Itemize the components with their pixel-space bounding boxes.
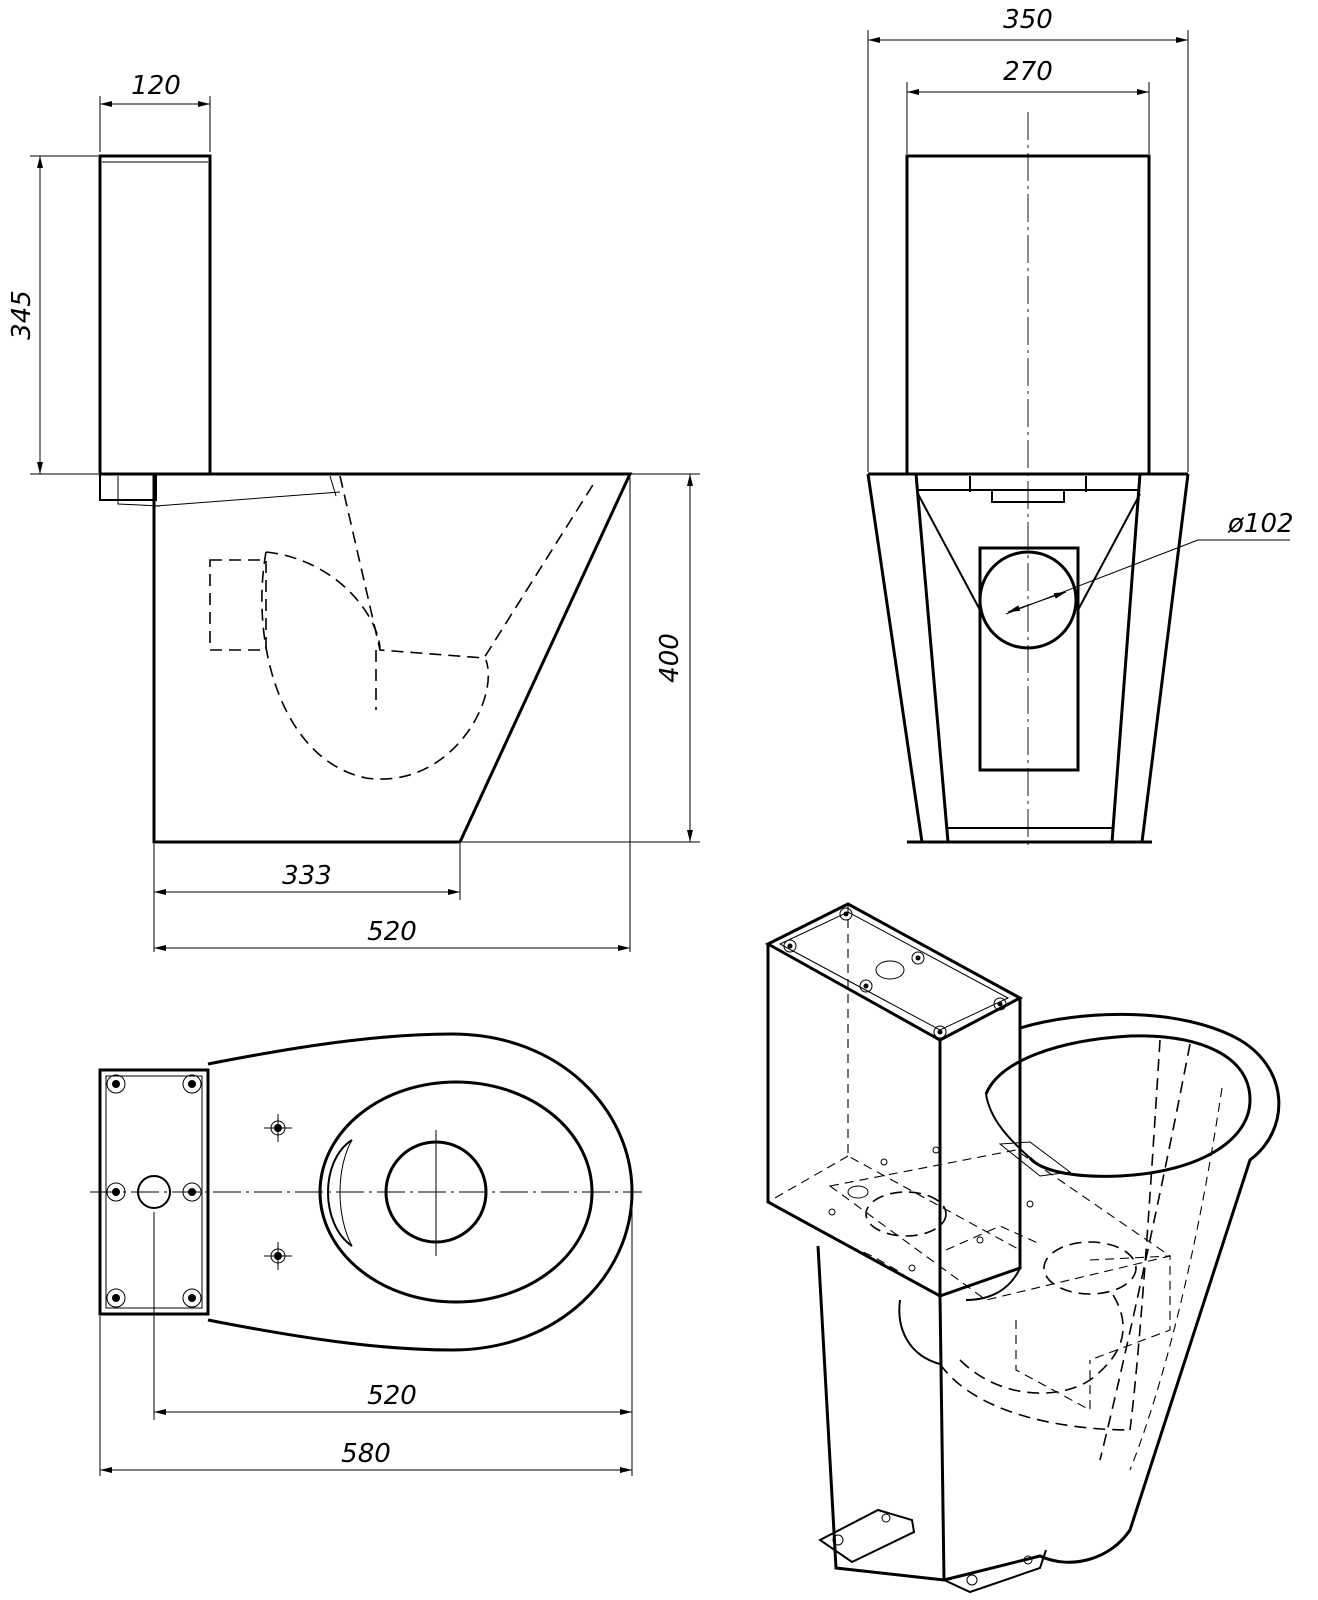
isometric-view (764, 902, 1281, 1594)
dim-total-width: 350 (1003, 5, 1053, 35)
plan-view: 520 580 (90, 1032, 642, 1476)
dim-tank-width: 120 (131, 71, 181, 101)
side-view: 120 345 400 333 520 (7, 71, 700, 952)
front-view: ø102 350 270 (866, 5, 1294, 850)
dim-bowl-height: 400 (655, 633, 685, 683)
dim-plan-total: 580 (341, 1439, 391, 1469)
dim-outlet-diameter: ø102 (1227, 509, 1294, 539)
dim-tank-height: 345 (7, 290, 37, 340)
side-bowl-outline (152, 472, 633, 844)
dim-base-length: 333 (282, 861, 332, 891)
dim-plan-length: 520 (367, 1381, 417, 1411)
side-tank-outline (98, 154, 212, 476)
iso-bowl-outline (943, 1012, 1281, 1582)
dim-tank-front-width: 270 (1003, 57, 1053, 87)
iso-tank-top (764, 902, 1024, 1042)
front-outlet-rect (978, 546, 1080, 772)
dim-side-length: 520 (367, 917, 417, 947)
